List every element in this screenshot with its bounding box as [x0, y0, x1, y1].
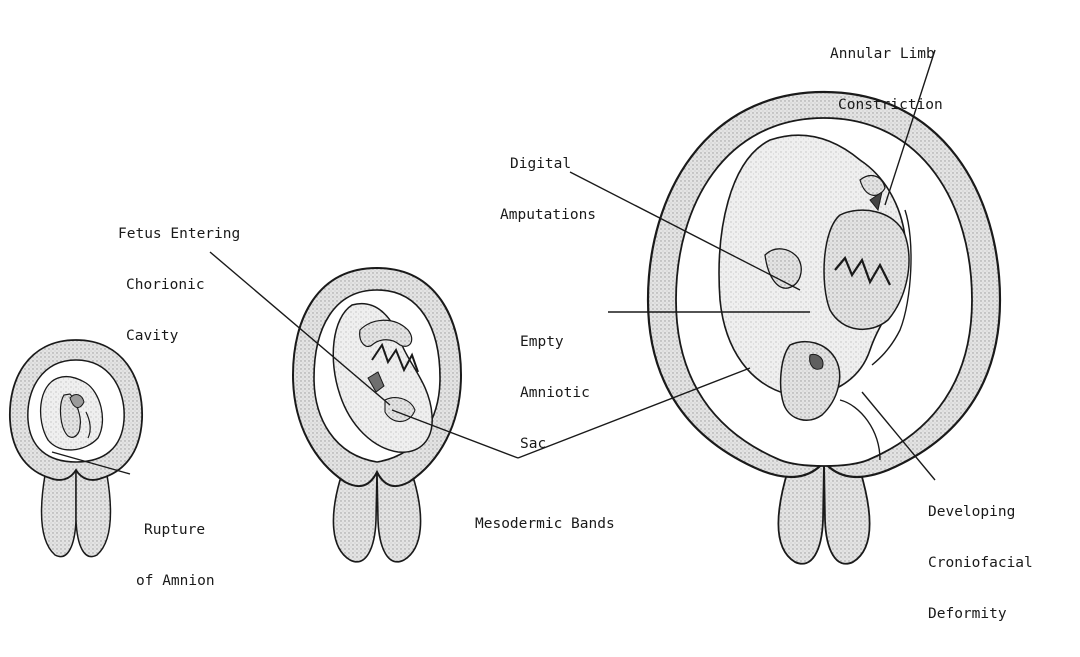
label-line: Empty — [520, 334, 590, 351]
amniotic-band-diagram: Annular Limb Constriction Digital Amputa… — [0, 0, 1080, 570]
label-empty-amniotic-sac: Empty Amniotic Sac — [520, 300, 590, 487]
uterus-medium — [293, 268, 461, 562]
label-line: Chorionic — [118, 277, 240, 294]
label-line: Rupture — [136, 522, 215, 539]
label-line: Croniofacial — [928, 555, 1033, 572]
label-developing-craniofacial-deformity: Developing Croniofacial Deformity — [928, 470, 1033, 657]
label-rupture-of-amnion: Rupture of Amnion — [136, 488, 215, 624]
label-fetus-entering-chorionic-cavity: Fetus Entering Chorionic Cavity — [118, 192, 240, 379]
label-line: Developing — [928, 504, 1033, 521]
label-line: Fetus Entering — [118, 226, 240, 243]
label-mesodermic-bands: Mesodermic Bands — [475, 482, 615, 567]
label-line: Mesodermic Bands — [475, 516, 615, 533]
label-line: Constriction — [830, 97, 943, 114]
label-line: Digital — [500, 156, 596, 173]
label-line: Amniotic — [520, 385, 590, 402]
label-line: Cavity — [118, 328, 240, 345]
label-line: Deformity — [928, 606, 1033, 623]
label-digital-amputations: Digital Amputations — [500, 122, 596, 258]
label-line: Sac — [520, 436, 590, 453]
label-annular-limb-constriction: Annular Limb Constriction — [830, 12, 943, 148]
label-line: Amputations — [500, 207, 596, 224]
label-line: Annular Limb — [830, 46, 943, 63]
label-line: of Amnion — [136, 573, 215, 590]
